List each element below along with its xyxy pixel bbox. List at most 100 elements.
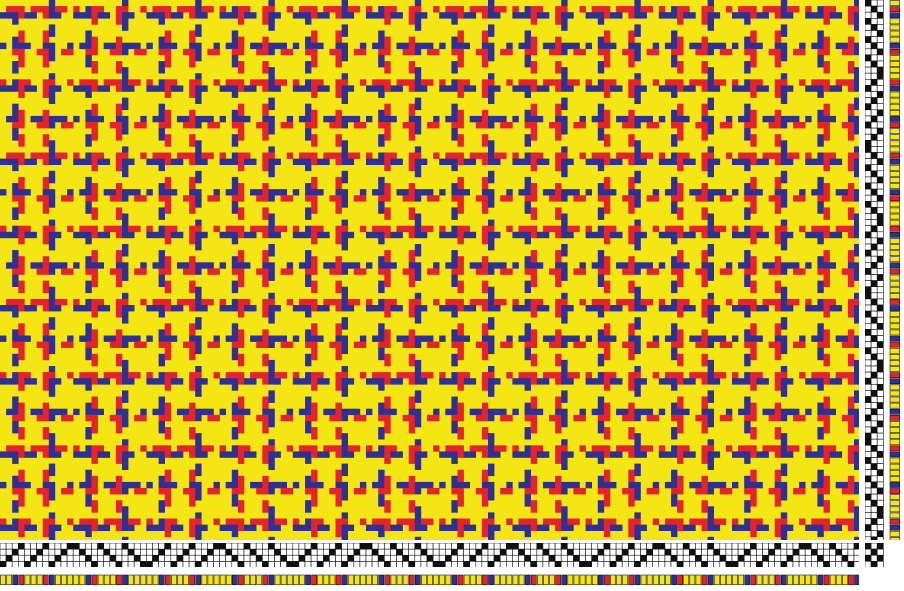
drawdown-cell [750, 433, 756, 439]
drawdown-cell [744, 49, 750, 55]
drawdown-cell [18, 134, 24, 140]
drawdown-cell [336, 226, 342, 232]
drawdown-cell [494, 153, 500, 159]
drawdown-cell [567, 12, 573, 18]
drawdown-cell [415, 85, 421, 91]
drawdown-cell [177, 378, 183, 384]
drawdown-cell [226, 482, 232, 488]
drawdown-cell [342, 348, 348, 354]
drawdown-cell [18, 287, 24, 293]
drawdown-cell [311, 409, 317, 415]
drawdown-cell [573, 336, 579, 342]
drawdown-cell [61, 299, 67, 305]
drawdown-cell [390, 305, 396, 311]
drawdown-cell [848, 525, 854, 531]
drawdown-cell [616, 299, 622, 305]
drawdown-cell [415, 49, 421, 55]
drawdown-cell [116, 275, 122, 281]
drawdown-cell [604, 153, 610, 159]
drawdown-cell [750, 305, 756, 311]
threading-cell [171, 561, 177, 567]
drawdown-cell [750, 384, 756, 390]
drawdown-cell [824, 403, 830, 409]
drawdown-cell [464, 79, 470, 85]
drawdown-cell [750, 116, 756, 122]
drawdown-cell [787, 159, 793, 165]
drawdown-cell [232, 61, 238, 67]
drawdown-cell [549, 79, 555, 85]
drawdown-cell [525, 79, 531, 85]
threading-cell [250, 543, 256, 549]
drawdown-cell [92, 183, 98, 189]
drawdown-cell [775, 476, 781, 482]
drawdown-cell [37, 342, 43, 348]
drawdown-cell [634, 43, 640, 49]
drawdown-cell [189, 287, 195, 293]
drawdown-cell [750, 189, 756, 195]
drawdown-cell [525, 342, 531, 348]
drawdown-cell [732, 43, 738, 49]
threading-cell [708, 543, 714, 549]
drawdown-cell [586, 159, 592, 165]
drawdown-cell [738, 153, 744, 159]
drawdown-cell [122, 24, 128, 30]
drawdown-cell [634, 226, 640, 232]
drawdown-cell [342, 232, 348, 238]
drawdown-cell [714, 232, 720, 238]
drawdown-cell [793, 409, 799, 415]
drawdown-cell [122, 262, 128, 268]
drawdown-cell [811, 43, 817, 49]
drawdown-cell [195, 451, 201, 457]
drawdown-cell [415, 79, 421, 85]
drawdown-cell [744, 354, 750, 360]
drawdown-cell [836, 85, 842, 91]
drawdown-cell [641, 6, 647, 12]
drawdown-cell [195, 299, 201, 305]
threading-cell [647, 549, 653, 555]
drawdown-cell [342, 12, 348, 18]
drawdown-cell [854, 390, 859, 396]
warp-color-cell [531, 575, 536, 585]
drawdown-cell [787, 262, 793, 268]
warp-color-cell [238, 575, 243, 585]
drawdown-cell [824, 397, 830, 403]
drawdown-cell [531, 458, 537, 464]
drawdown-cell [49, 390, 55, 396]
drawdown-cell [6, 85, 12, 91]
drawdown-cell [195, 92, 201, 98]
threading-cell [842, 561, 848, 567]
drawdown-cell [628, 488, 634, 494]
drawdown-cell [464, 226, 470, 232]
drawdown-cell [311, 378, 317, 384]
drawdown-cell [238, 122, 244, 128]
drawdown-cell [79, 43, 85, 49]
drawdown-cell [268, 439, 274, 445]
drawdown-cell [708, 506, 714, 512]
drawdown-cell [537, 159, 543, 165]
threading-cell [43, 549, 49, 555]
drawdown-cell [189, 281, 195, 287]
drawdown-cell [817, 134, 823, 140]
drawdown-cell [702, 250, 708, 256]
drawdown-cell [531, 311, 537, 317]
drawdown-cell [677, 207, 683, 213]
threading-cell [336, 543, 342, 549]
drawdown-cell [116, 110, 122, 116]
drawdown-cell [433, 445, 439, 451]
drawdown-cell [836, 189, 842, 195]
warp-color-cell [775, 575, 780, 585]
drawdown-cell [854, 451, 859, 457]
drawdown-cell [805, 232, 811, 238]
drawdown-cell [122, 525, 128, 531]
drawdown-cell [18, 153, 24, 159]
drawdown-cell [677, 134, 683, 140]
drawdown-cell [323, 451, 329, 457]
drawdown-cell [732, 305, 738, 311]
threading-cell [104, 549, 110, 555]
warp-color-cell [659, 575, 664, 585]
drawdown-cell [476, 122, 482, 128]
drawdown-cell [256, 488, 262, 494]
drawdown-cell [305, 458, 311, 464]
treadling-cell [871, 24, 877, 30]
threading-cell [165, 561, 171, 567]
